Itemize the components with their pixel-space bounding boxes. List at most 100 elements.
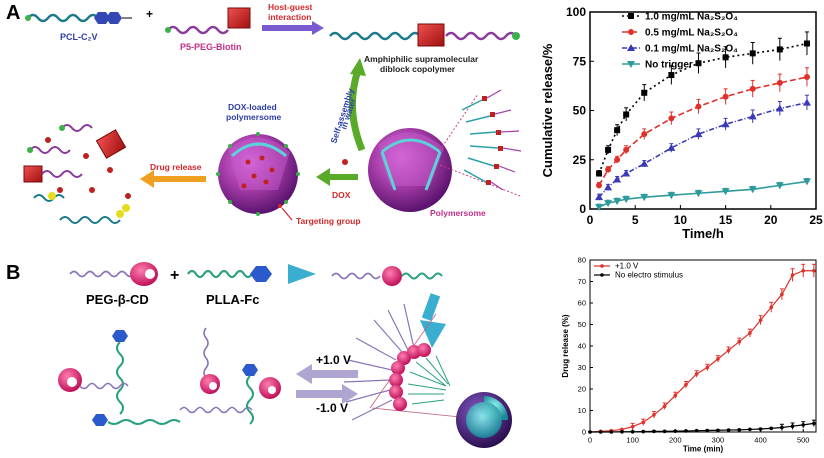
data-point [622, 196, 631, 204]
series-line [598, 180, 808, 208]
series-line [598, 101, 808, 198]
data-point [726, 348, 731, 353]
y-axis-label: Cumulative release/% [540, 43, 555, 177]
series-1 [588, 419, 816, 434]
data-point [605, 166, 612, 173]
legend-marker [627, 44, 635, 51]
data-point [748, 331, 752, 335]
data-point [662, 404, 667, 408]
data-point [726, 428, 731, 432]
data-point [801, 423, 806, 427]
data-point [716, 428, 720, 433]
panel-b-letter: B [6, 262, 21, 284]
minus-voltage-label: -1.0 V [316, 401, 348, 415]
x-tick-label: 300 [712, 436, 725, 445]
data-point [684, 382, 688, 387]
amphiphilic-copolymer [329, 23, 520, 47]
legend-entry: 0.1 mg/mL Na₂S₂O₄ [645, 43, 738, 54]
data-point [630, 424, 635, 429]
legend-marker [628, 29, 634, 35]
series-3 [595, 177, 811, 212]
chart-a-series [595, 31, 811, 212]
plus-sign-a: + [146, 7, 153, 21]
dox-arrow [316, 159, 358, 186]
data-point [604, 200, 613, 208]
panel-b-scheme: PEG-β-CD + PLLA-Fc [58, 262, 512, 448]
x-tick-label: 200 [669, 436, 682, 445]
data-point [780, 292, 784, 297]
data-point [775, 182, 784, 190]
x-tick-label: 500 [797, 436, 810, 445]
host-guest-arrow [262, 21, 324, 35]
data-point [684, 429, 688, 433]
y-tick-label: 10 [578, 406, 586, 415]
data-point [721, 188, 730, 196]
data-point [652, 413, 656, 417]
data-point [620, 429, 624, 434]
data-point [776, 79, 783, 86]
plus-voltage-label: +1.0 V [316, 353, 351, 367]
data-point [613, 198, 622, 206]
data-point [737, 428, 742, 432]
data-point [641, 131, 648, 138]
x-tick-label: 400 [754, 436, 767, 445]
host-guest-label-1: Host-guest [268, 2, 313, 12]
data-point [641, 420, 646, 425]
data-point [780, 425, 784, 430]
y-tick-label: 80 [578, 256, 586, 265]
data-point [595, 204, 604, 212]
y-tick-label: 70 [578, 277, 586, 286]
legend-entry: No electro stimulus [615, 271, 683, 280]
y-tick-label: 50 [578, 320, 586, 329]
data-point [614, 127, 621, 134]
data-point [673, 393, 678, 398]
amphiphilic-label-1: Amphiphilic supramolecular [364, 54, 479, 64]
data-point [769, 305, 774, 310]
drug-release-label: Drug release [150, 162, 202, 172]
y-tick-label: 25 [573, 153, 587, 167]
data-point [803, 40, 810, 47]
data-point [630, 429, 635, 434]
chart-b-legend: +1.0 VNo electro stimulus [594, 262, 683, 280]
data-point [802, 178, 811, 186]
chart-b-series [588, 263, 816, 434]
peg-cd-label: PEG-β-CD [86, 292, 149, 307]
amphiphilic-label-2: diblock copolymer [380, 64, 456, 74]
data-point [668, 115, 675, 122]
dox-loaded-label-2: polymersome [226, 112, 282, 122]
legend-marker [600, 264, 604, 268]
drug-release-arrow [140, 170, 206, 188]
data-point [801, 268, 806, 273]
data-point [605, 146, 612, 153]
data-point [749, 50, 756, 57]
legend-entry: No trigger [645, 59, 693, 70]
data-point [623, 146, 630, 153]
data-point [812, 268, 816, 273]
y-tick-label: 40 [578, 342, 586, 351]
y-tick-label: 100 [566, 5, 586, 19]
data-point [721, 120, 730, 128]
x-tick-label: 10 [674, 213, 688, 227]
data-point [758, 318, 763, 322]
p5-peg-biotin-label: P5-PEG-Biotin [180, 42, 242, 52]
x-tick-label: 0 [588, 436, 592, 445]
data-point [812, 421, 816, 426]
panel-a: A PCL-C₂V + [6, 2, 823, 241]
data-point [641, 89, 648, 96]
data-point [695, 103, 702, 110]
series-0 [596, 31, 810, 177]
y-tick-label: 20 [578, 385, 586, 394]
data-point [640, 159, 649, 167]
data-point [722, 54, 729, 61]
polymersome-sphere [368, 128, 452, 212]
data-point [758, 427, 763, 431]
y-tick-label: 0 [582, 428, 586, 437]
x-tick-label: 0 [587, 213, 594, 227]
data-point [694, 372, 699, 376]
data-point [769, 426, 774, 431]
y-axis-label: Drug release (%) [561, 314, 570, 377]
data-point [802, 98, 811, 106]
legend-marker [627, 61, 635, 68]
